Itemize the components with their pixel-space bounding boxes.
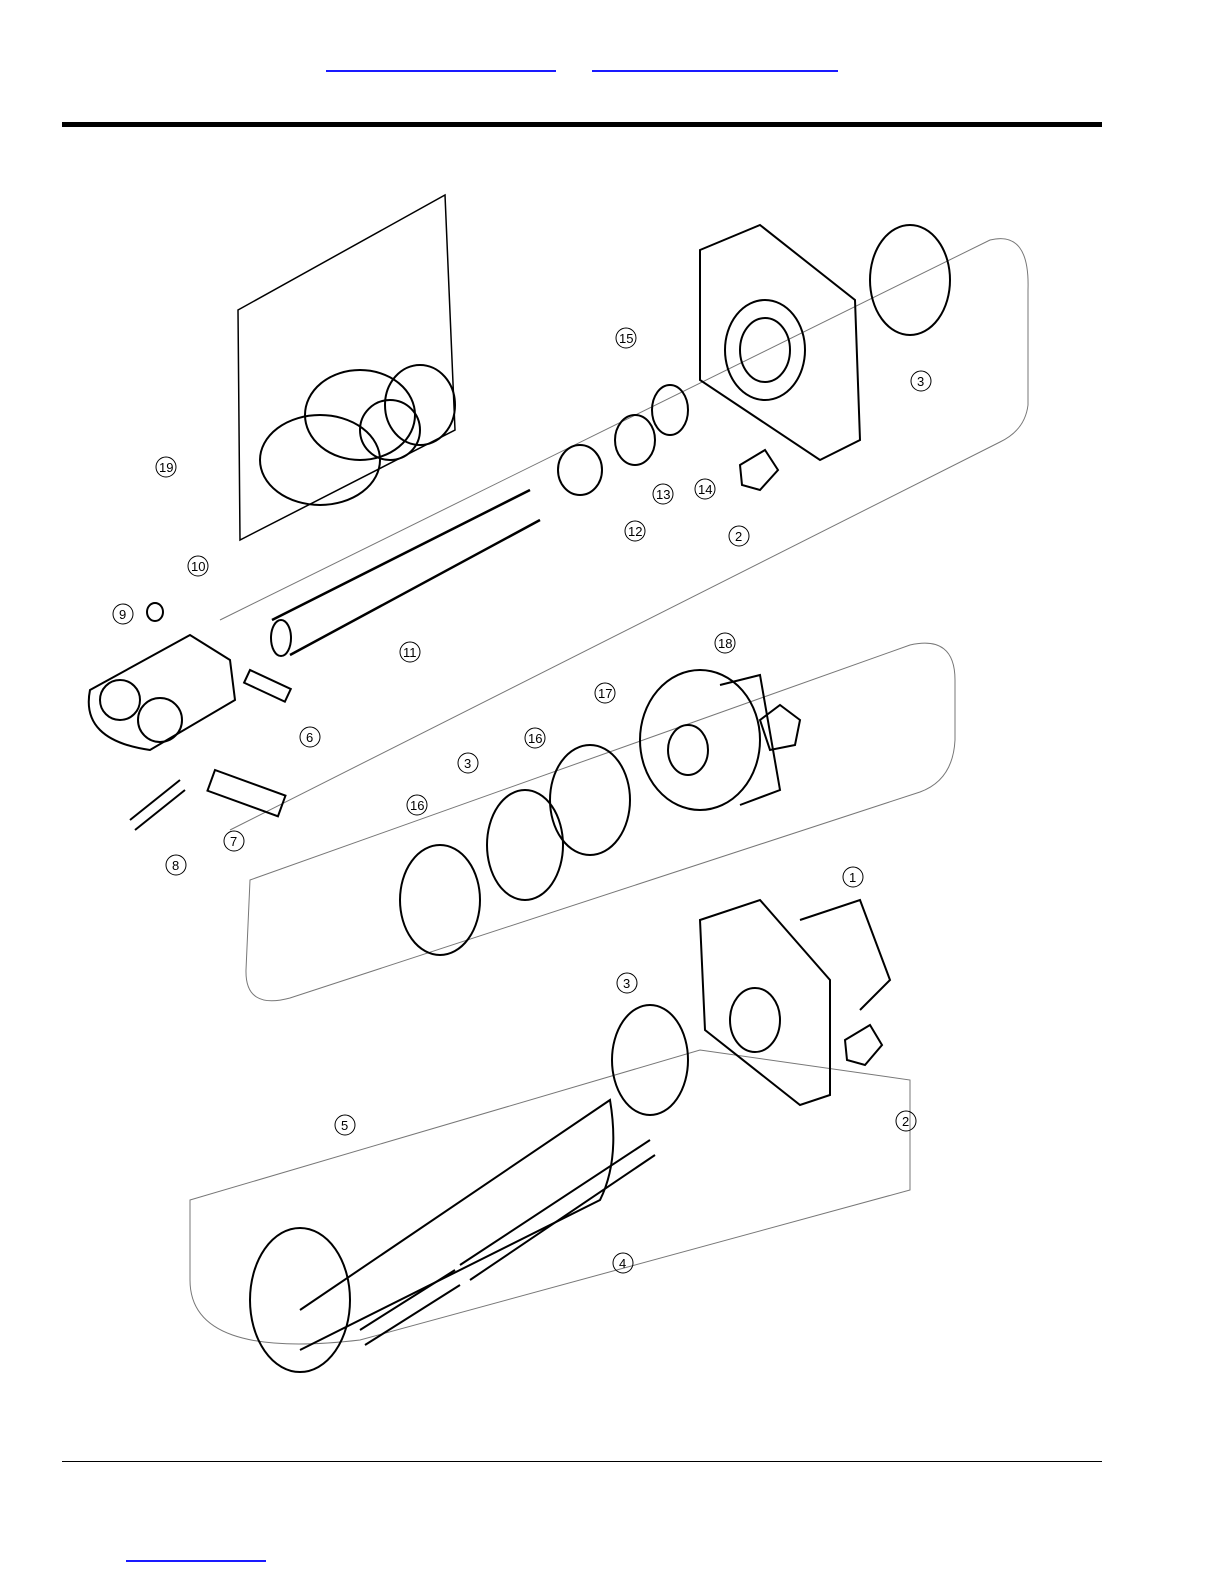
nut-2-bottom bbox=[845, 1025, 882, 1065]
nav-link-previous[interactable] bbox=[326, 48, 556, 72]
cap-screw bbox=[244, 670, 291, 702]
callout-17: 17 bbox=[595, 683, 615, 703]
callout-14: 14 bbox=[695, 479, 715, 499]
svg-text:1: 1 bbox=[849, 870, 856, 885]
svg-text:3: 3 bbox=[917, 374, 924, 389]
hitch-pin-clip bbox=[130, 780, 185, 830]
barrel bbox=[300, 1100, 613, 1350]
piston-rod bbox=[272, 490, 540, 655]
svg-text:8: 8 bbox=[172, 858, 179, 873]
svg-text:3: 3 bbox=[464, 756, 471, 771]
callout-2-top: 2 bbox=[729, 526, 749, 546]
seal-ring-12 bbox=[558, 445, 602, 495]
callout-5: 5 bbox=[335, 1115, 355, 1135]
callout-4: 4 bbox=[613, 1253, 633, 1273]
wear-ring-16-b bbox=[400, 845, 480, 955]
svg-text:19: 19 bbox=[159, 460, 173, 475]
callout-10: 10 bbox=[188, 556, 208, 576]
svg-text:17: 17 bbox=[598, 686, 612, 701]
callout-11: 11 bbox=[400, 642, 420, 662]
exploded-parts-diagram: 1 2 2 3 3 3 4 5 6 7 8 9 10 11 12 13 14 1… bbox=[60, 180, 1060, 1380]
svg-text:13: 13 bbox=[656, 487, 670, 502]
clevis-pin bbox=[207, 770, 285, 816]
svg-text:15: 15 bbox=[619, 331, 633, 346]
svg-text:4: 4 bbox=[619, 1256, 626, 1271]
svg-text:16: 16 bbox=[410, 798, 424, 813]
clevis bbox=[89, 635, 235, 750]
group-outline-bottom bbox=[190, 1050, 910, 1344]
piston bbox=[640, 670, 760, 810]
callout-6: 6 bbox=[300, 727, 320, 747]
callout-3-bottom: 3 bbox=[617, 973, 637, 993]
svg-text:2: 2 bbox=[735, 529, 742, 544]
callout-1: 1 bbox=[843, 867, 863, 887]
svg-text:7: 7 bbox=[230, 834, 237, 849]
callout-8: 8 bbox=[166, 855, 186, 875]
svg-text:5: 5 bbox=[341, 1118, 348, 1133]
o-ring-3-middle bbox=[487, 790, 563, 900]
nut-2-top bbox=[740, 450, 778, 490]
o-ring-3-bottom bbox=[612, 1005, 688, 1115]
group-outline-top bbox=[220, 239, 1028, 830]
tie-rod-b bbox=[360, 1270, 460, 1345]
base-end bbox=[700, 900, 830, 1105]
callout-15: 15 bbox=[616, 328, 636, 348]
callout-12: 12 bbox=[625, 521, 645, 541]
rod-end-gland bbox=[700, 225, 860, 460]
svg-text:9: 9 bbox=[119, 607, 126, 622]
callout-16-b: 16 bbox=[407, 795, 427, 815]
seal-ring-13 bbox=[615, 415, 655, 465]
svg-text:16: 16 bbox=[528, 731, 542, 746]
callout-16-a: 16 bbox=[525, 728, 545, 748]
svg-text:12: 12 bbox=[628, 524, 642, 539]
callout-3-top: 3 bbox=[911, 371, 931, 391]
footer-rule bbox=[62, 1461, 1102, 1462]
svg-text:14: 14 bbox=[698, 482, 712, 497]
nut-10 bbox=[147, 603, 163, 621]
footer-link[interactable] bbox=[126, 1538, 266, 1562]
svg-text:2: 2 bbox=[902, 1114, 909, 1129]
callout-9: 9 bbox=[113, 604, 133, 624]
svg-text:10: 10 bbox=[191, 559, 205, 574]
callout-3-middle: 3 bbox=[458, 753, 478, 773]
svg-text:6: 6 bbox=[306, 730, 313, 745]
callout-2-bottom: 2 bbox=[896, 1111, 916, 1131]
seal-ring-14 bbox=[652, 385, 688, 435]
seal-kit-bag bbox=[238, 195, 455, 540]
nav-link-next[interactable] bbox=[592, 48, 838, 72]
callout-7: 7 bbox=[224, 831, 244, 851]
header-rule bbox=[62, 122, 1102, 127]
callout-13: 13 bbox=[653, 484, 673, 504]
svg-text:3: 3 bbox=[623, 976, 630, 991]
callout-18: 18 bbox=[715, 633, 735, 653]
svg-text:11: 11 bbox=[403, 645, 417, 660]
svg-text:18: 18 bbox=[718, 636, 732, 651]
callout-19: 19 bbox=[156, 457, 176, 477]
